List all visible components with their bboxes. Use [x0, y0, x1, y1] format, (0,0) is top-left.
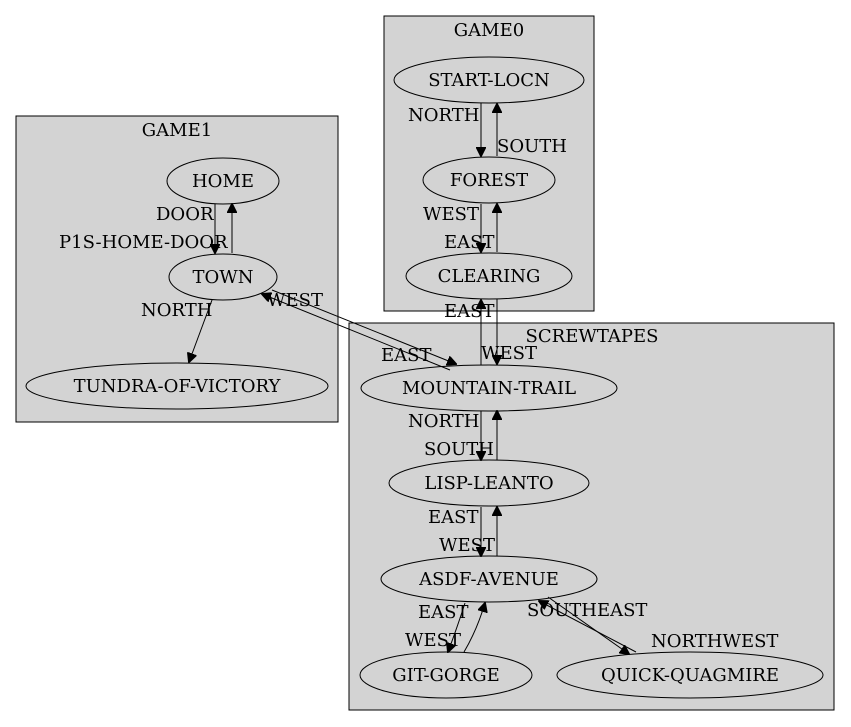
edge-label-town-to-mountain: EAST — [381, 345, 431, 366]
cluster-game0-label: GAME0 — [454, 20, 524, 41]
edge-label-forest-to-clearing: WEST — [423, 204, 479, 225]
edge-label-town-to-home: P1S-HOME-DOOR — [59, 232, 228, 253]
node-start-locn: START-LOCN — [393, 56, 585, 104]
node-forest: FOREST — [422, 156, 556, 204]
node-label: HOME — [192, 171, 254, 192]
cluster-game1-box — [15, 115, 339, 423]
edge-town-to-mountain — [271, 289, 456, 364]
edge-git-to-asdf — [463, 603, 485, 653]
node-label: TOWN — [192, 267, 253, 288]
edge-labels: NORTH SOUTH WEST EAST DOOR P1S-HOME-DOOR… — [59, 105, 778, 652]
edge-label-forest-to-start: SOUTH — [497, 136, 567, 157]
node-mountain-trail: MOUNTAIN-TRAIL — [360, 364, 618, 412]
node-label: FOREST — [450, 170, 528, 191]
edge-label-asdf-to-lisp: WEST — [439, 535, 495, 556]
cluster-screwtapes-label: SCREWTAPES — [526, 326, 659, 347]
edge-label-mountain-to-clearing: WEST — [481, 343, 537, 364]
edge-label-start-to-forest: NORTH — [408, 105, 479, 126]
edge-label-lisp-to-asdf: EAST — [428, 507, 478, 528]
cluster-screwtapes: SCREWTAPES — [348, 322, 835, 711]
edge-label-asdf-to-git: EAST — [418, 602, 468, 623]
node-git-gorge: GIT-GORGE — [359, 651, 533, 699]
cluster-game1: GAME1 — [15, 115, 339, 423]
edge-mountain-to-town — [262, 294, 451, 371]
node-label: CLEARING — [438, 266, 541, 287]
edge-label-git-to-asdf: WEST — [405, 630, 461, 651]
edges — [189, 103, 637, 654]
edge-label-quagmire-to-asdf: SOUTHEAST — [527, 600, 647, 621]
cluster-game0: GAME0 — [383, 15, 595, 312]
edge-label-mountain-to-lisp: NORTH — [408, 411, 479, 432]
edge-label-clearing-to-forest: EAST — [444, 232, 494, 253]
node-clearing: CLEARING — [405, 252, 573, 300]
node-label: ASDF-AVENUE — [418, 569, 559, 590]
edge-label-lisp-to-mountain: SOUTH — [424, 439, 494, 460]
edge-label-home-to-town: DOOR — [156, 204, 214, 225]
edge-asdf-to-git — [448, 602, 466, 652]
node-label: MOUNTAIN-TRAIL — [402, 378, 576, 399]
node-town: TOWN — [168, 253, 278, 301]
cluster-screwtapes-box — [348, 322, 835, 711]
node-label: LISP-LEANTO — [424, 473, 553, 494]
node-tundra-of-victory: TUNDRA-OF-VICTORY — [25, 362, 329, 410]
node-label: GIT-GORGE — [392, 665, 499, 686]
cluster-game1-label: GAME1 — [142, 120, 212, 141]
cluster-game0-box — [383, 15, 595, 312]
edge-label-clearing-to-mountain: EAST — [444, 301, 494, 322]
edge-label-town-to-tundra: NORTH — [141, 300, 212, 321]
node-asdf-avenue: ASDF-AVENUE — [380, 555, 598, 603]
node-label: START-LOCN — [428, 70, 550, 91]
node-label: TUNDRA-OF-VICTORY — [74, 376, 282, 397]
node-quick-quagmire: QUICK-QUAGMIRE — [556, 651, 824, 699]
edge-asdf-to-quagmire — [547, 596, 629, 654]
edge-quagmire-to-asdf — [539, 601, 637, 653]
node-home: HOME — [166, 157, 280, 205]
node-lisp-leanto: LISP-LEANTO — [388, 459, 590, 507]
edge-town-to-tundra — [189, 299, 213, 362]
edge-label-mountain-to-town: WEST — [267, 290, 323, 311]
edge-label-asdf-to-quagmire: NORTHWEST — [651, 631, 778, 652]
node-label: QUICK-QUAGMIRE — [601, 665, 779, 686]
